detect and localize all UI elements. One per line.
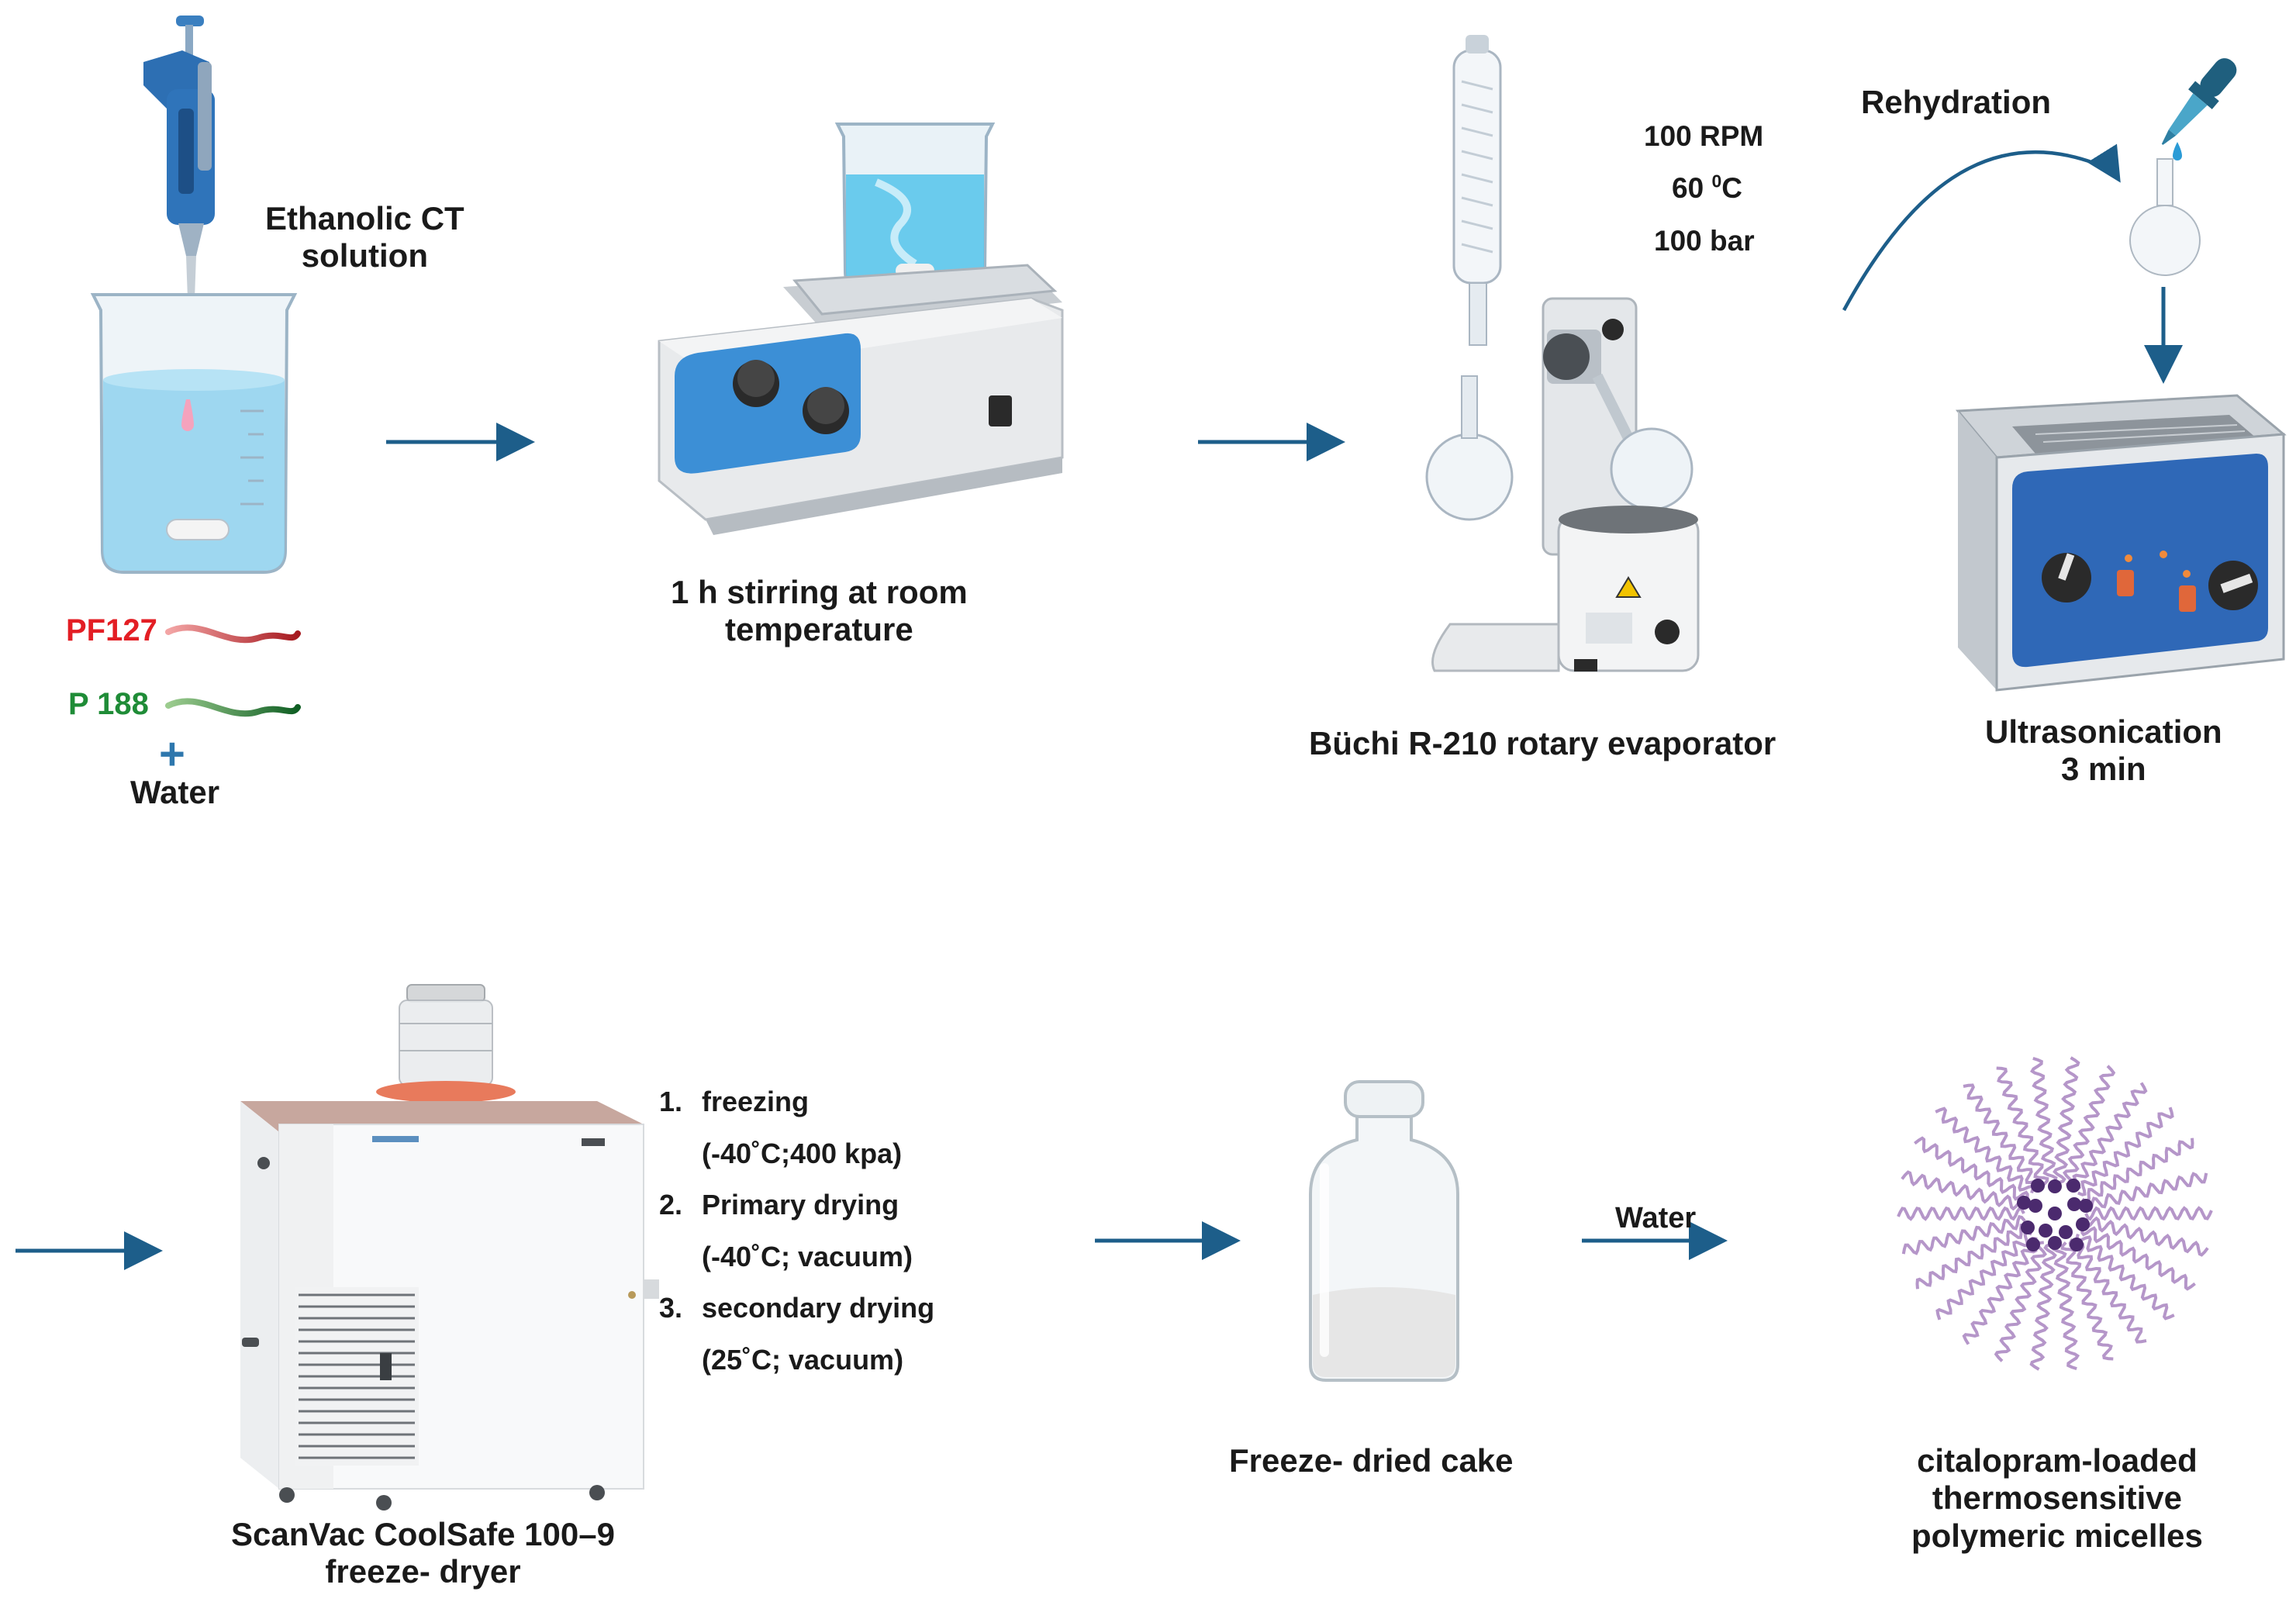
drug-particle [2048,1207,2062,1220]
step-2-detail: (-40˚C; vacuum) [702,1241,913,1272]
hotplate-stirrer-icon [658,123,1064,535]
polymer-chain [2077,1107,2174,1196]
polymer-chain [2081,1138,2194,1204]
ultrasonication-label: Ultrasonication 3 min [1985,713,2222,788]
drug-particle [2021,1220,2035,1234]
pf127-label: PF127 [66,613,157,647]
plus-sign: + [159,729,185,779]
step-3-title: secondary drying [702,1292,935,1324]
polymer-chain [1996,1066,2049,1186]
drug-particle [2031,1179,2045,1193]
polymer-chain [1901,1170,2027,1211]
polymer-chain [1935,1231,2032,1321]
pf127-chain [165,624,301,644]
polymer-chain [1962,1236,2038,1345]
polymer-chain [2062,1065,2116,1186]
polymer-chain [1897,1206,2025,1221]
polymer-chain [2068,1238,2147,1344]
drug-particle [2067,1197,2081,1211]
drug-particle [2066,1179,2080,1193]
dropper-icon [2161,58,2237,161]
polymer-chain [2029,1242,2057,1371]
round-flask-icon [2129,158,2201,276]
freeze-dryer-icon [240,984,659,1511]
polymer-chain [1914,1136,2029,1201]
polymer-chain [1963,1083,2042,1189]
rpm-label: 100 RPM [1644,120,1764,152]
beaker-icon [90,293,298,574]
polymer-chain [1994,1241,2048,1362]
polymer-chain [2053,1056,2080,1185]
drug-particle [2048,1179,2062,1193]
p188-chain [165,698,301,717]
step-1-detail: (-40˚C;400 kpa) [702,1138,903,1169]
vial-icon [1309,1080,1459,1382]
drug-particle [2059,1225,2073,1239]
polymer-chain [2052,1243,2080,1371]
micelle-icon [1897,1056,2213,1371]
temperature-label: 60 0C [1672,171,1742,204]
drop [181,399,194,431]
step-2-number: 2. [659,1189,683,1220]
ethanolic-solution-label: Ethanolic CT solution [265,200,464,274]
micelles-label: citalopram-loaded thermosensitive polyme… [1911,1442,2203,1554]
drug-particle [2039,1224,2053,1238]
stirring-label: 1 h stirring at room temperature [671,574,968,648]
freeze-dryer-label: ScanVac CoolSafe 100–9 freeze- dryer [231,1516,615,1590]
polymer-chain [2084,1206,2213,1221]
ultrasonic-bath-icon [1955,394,2287,692]
polymer-chain [1915,1223,2028,1290]
pressure-label: 100 bar [1654,225,1755,257]
step-1-title: freezing [702,1086,810,1117]
water-arrow-label: Water [1615,1202,1697,1234]
rehydration-curve-arrow [1842,143,2121,312]
step-2-title: Primary drying [702,1189,899,1220]
stir-bar-icon [166,519,230,540]
p188-label: P 188 [68,687,149,721]
rehydration-label: Rehydration [1861,84,2052,120]
freeze-dried-cake-label: Freeze- dried cake [1229,1442,1514,1479]
polymer-chain [2080,1226,2196,1291]
polymer-chain [2029,1056,2058,1184]
drug-particle [2026,1238,2040,1252]
rotary-evaporator-icon [1425,35,1700,672]
evaporator-label: Büchi R-210 rotary evaporator [1309,725,1776,761]
drug-particle [2070,1238,2084,1252]
step-3-number: 3. [659,1292,683,1324]
water-label: Water [130,774,220,810]
step-3-detail: (25˚C; vacuum) [702,1344,904,1376]
polymer-chain [2060,1241,2114,1361]
step-1-number: 1. [659,1086,683,1117]
drug-particle [2079,1199,2093,1213]
polymer-chain [2075,1233,2175,1321]
polymer-chain [2084,1172,2208,1213]
polymer-chain [2072,1082,2148,1191]
drug-particle [2028,1199,2042,1213]
polymer-chain [1935,1107,2035,1194]
polymer-chain [2083,1216,2209,1257]
drug-particle [2076,1217,2090,1231]
drug-particle [2048,1236,2062,1250]
polymer-chain [1901,1214,2026,1255]
drug-particle [2017,1196,2031,1210]
